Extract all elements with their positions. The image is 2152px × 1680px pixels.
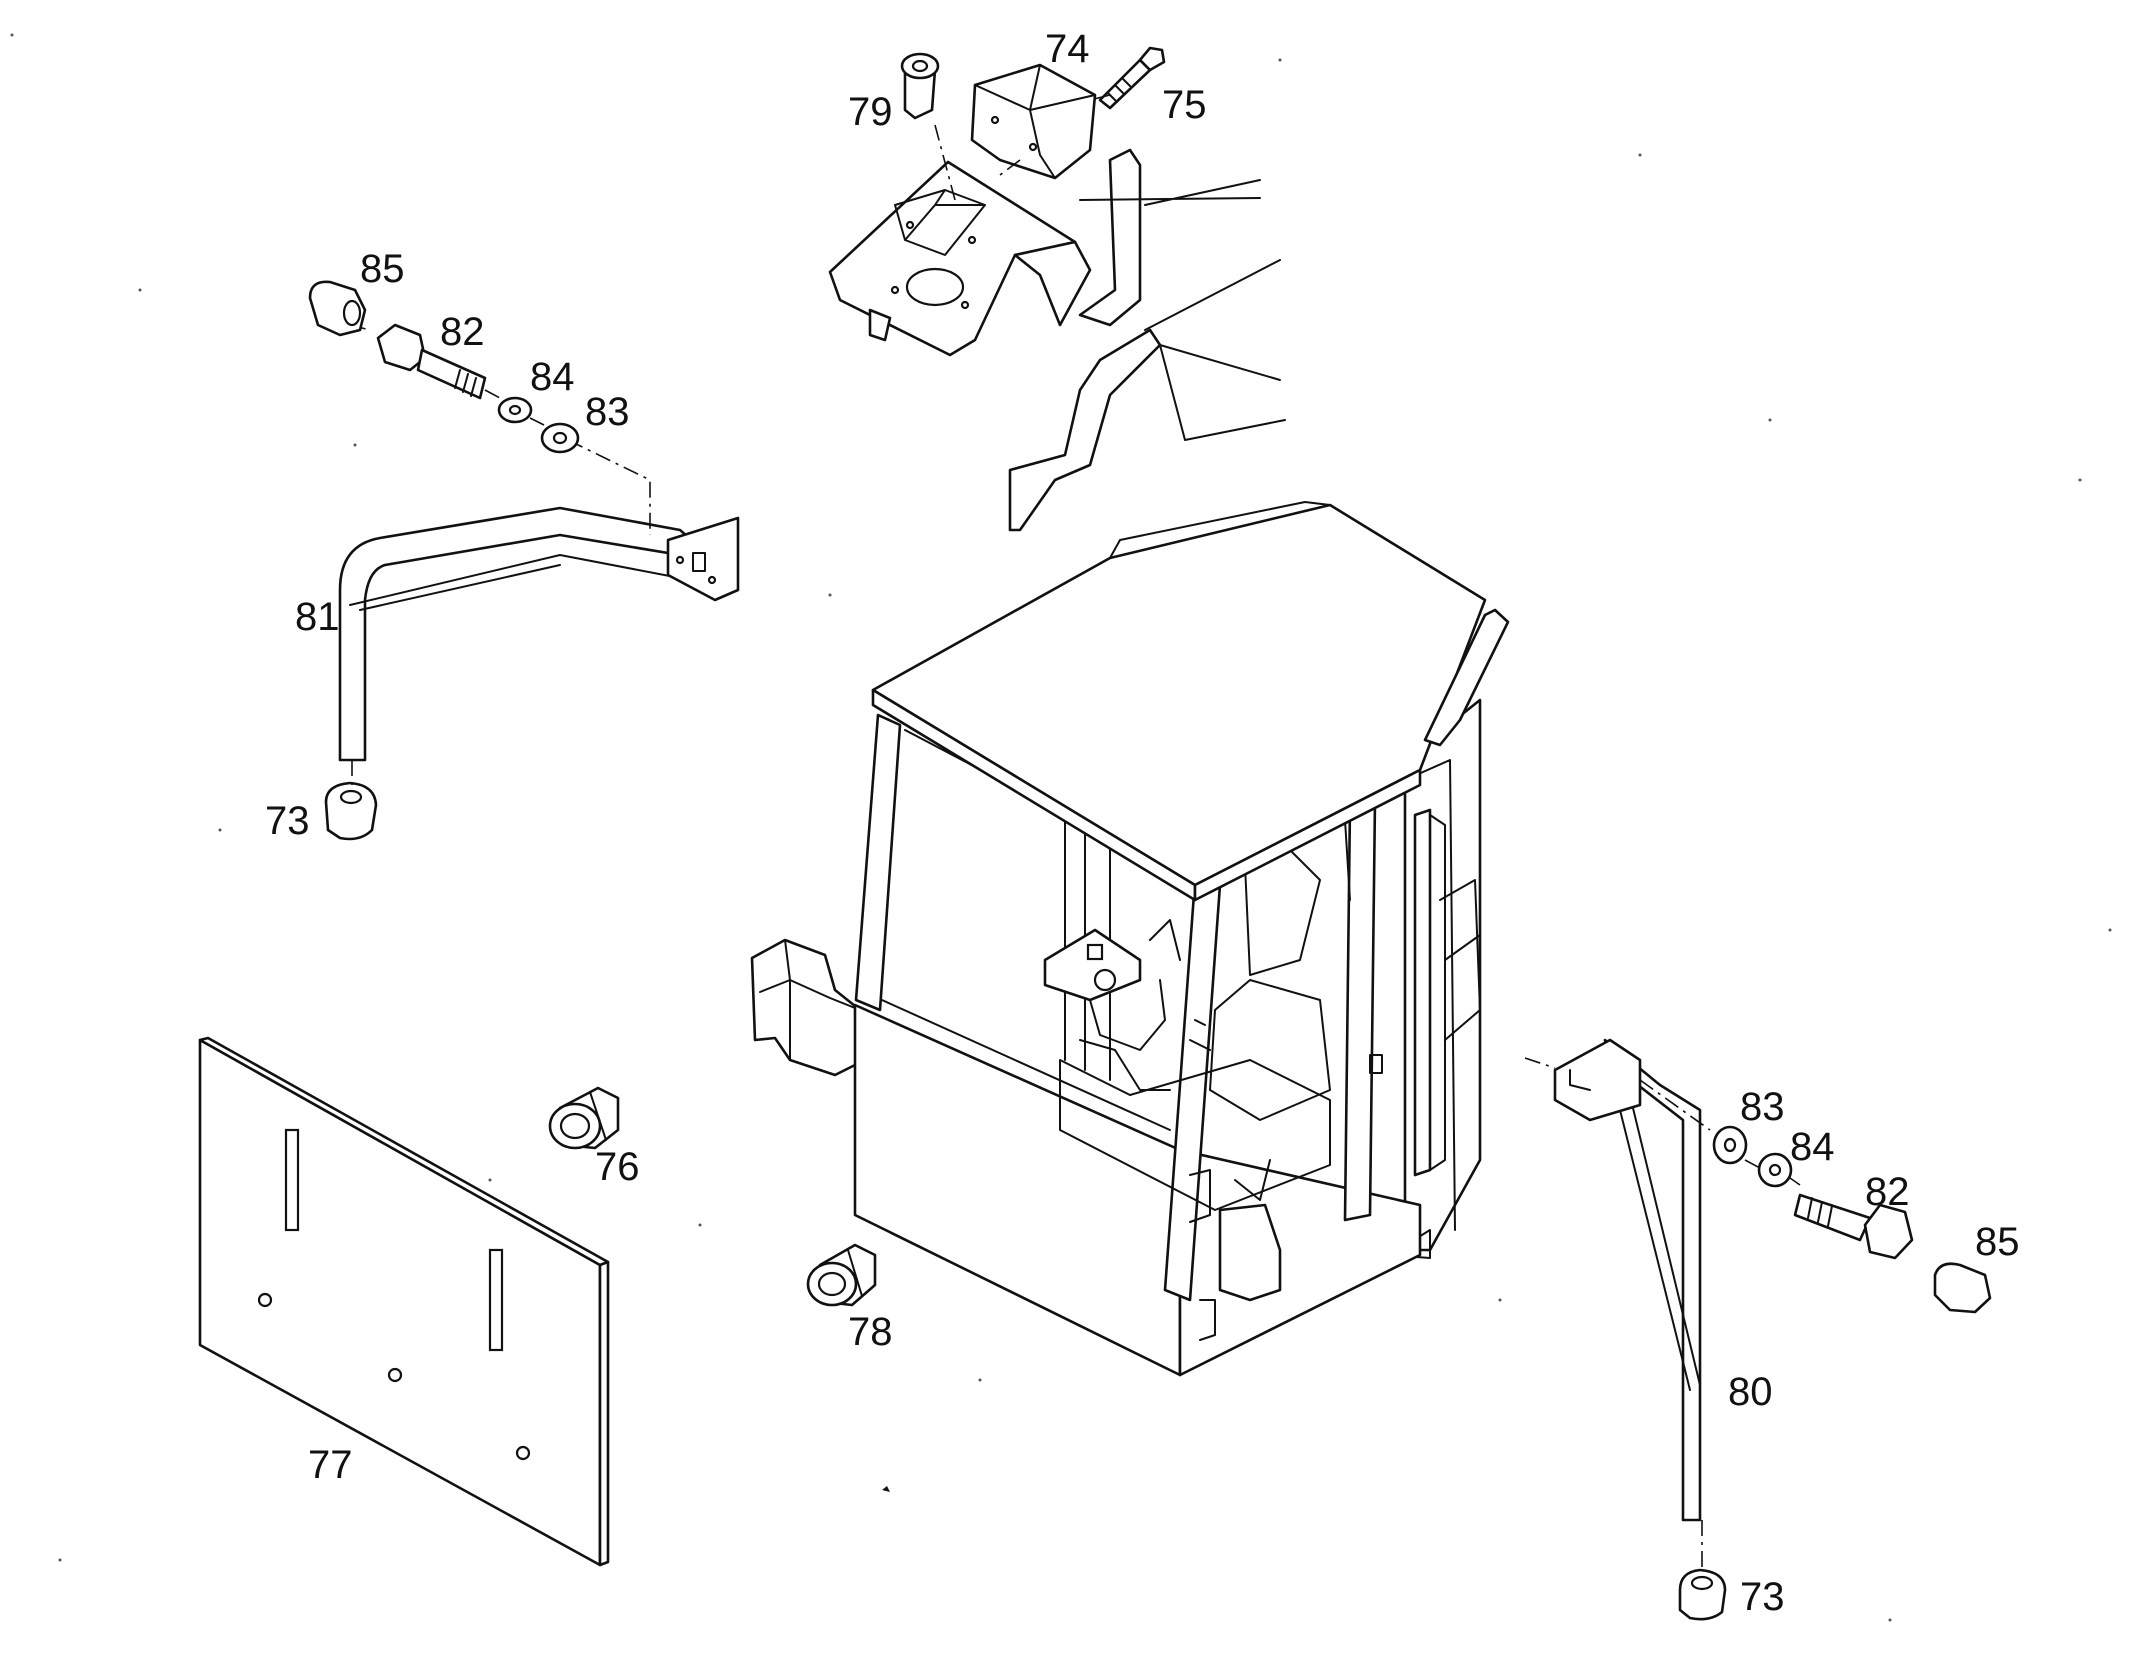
callout-80: 80 xyxy=(1728,1370,1773,1414)
cab-roof-rail xyxy=(1423,608,1510,747)
part-82-bolt-left xyxy=(376,323,427,372)
callout-81: 81 xyxy=(295,595,340,639)
cab-roof xyxy=(871,503,1487,887)
cab-front-post-left xyxy=(854,713,902,1012)
callout-82-left: 82 xyxy=(440,310,485,354)
part-78-bushing xyxy=(806,1243,877,1307)
part-76-bushing xyxy=(548,1086,620,1150)
callout-73-left: 73 xyxy=(265,799,310,843)
left-handrail-assembly xyxy=(308,280,740,841)
part-82-bolt-right xyxy=(1793,1193,1872,1242)
upper-mount-assembly xyxy=(828,46,1286,532)
part-85-cap-right xyxy=(1933,1262,1992,1314)
bracket-upright xyxy=(1078,148,1142,327)
right-handrail-assembly xyxy=(1524,1038,1992,1621)
callout-84-right: 84 xyxy=(1790,1125,1835,1169)
callout-83-left: 83 xyxy=(585,390,630,434)
part-75-screw xyxy=(1098,58,1152,110)
part-73-cap-left xyxy=(324,781,378,841)
callout-76: 76 xyxy=(595,1145,640,1189)
callout-77: 77 xyxy=(308,1443,353,1487)
callout-78: 78 xyxy=(848,1310,893,1354)
callout-75: 75 xyxy=(1162,83,1207,127)
background-specks xyxy=(10,33,2112,1622)
callout-83-right: 83 xyxy=(1740,1085,1785,1129)
part-77-plate xyxy=(198,1036,610,1567)
handrail-mount-plate-right xyxy=(1553,1038,1642,1122)
bracket-lower-arm xyxy=(1008,328,1162,532)
callout-82-right: 82 xyxy=(1865,1170,1910,1214)
cab-assembly xyxy=(750,501,1510,1377)
callout-85-right: 85 xyxy=(1975,1220,2020,1264)
mounting-plate xyxy=(828,160,1077,357)
part-81-handrail xyxy=(338,506,697,762)
callout-labels: 74 75 79 85 82 84 83 81 73 76 77 78 83 8… xyxy=(265,27,2020,1619)
handrail-mount-plate-left xyxy=(666,516,740,602)
callout-85-left: 85 xyxy=(360,247,405,291)
callout-74: 74 xyxy=(1045,27,1090,71)
callout-73-right: 73 xyxy=(1740,1575,1785,1619)
callout-84-left: 84 xyxy=(530,355,575,399)
cab-mirror-housing xyxy=(750,938,867,1077)
cab-seat-bracket xyxy=(1043,928,1142,1002)
callout-79: 79 xyxy=(848,90,893,134)
cab-grab-handle xyxy=(1413,808,1432,1177)
